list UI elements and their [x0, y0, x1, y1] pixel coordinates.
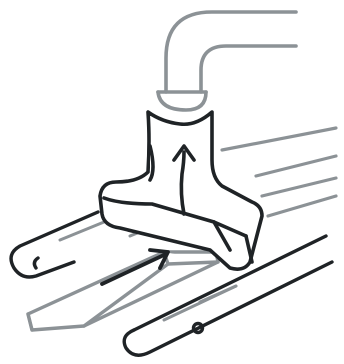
conveyor-left-runner [11, 212, 98, 277]
duct-pipe [158, 12, 296, 110]
material-board [28, 252, 218, 330]
